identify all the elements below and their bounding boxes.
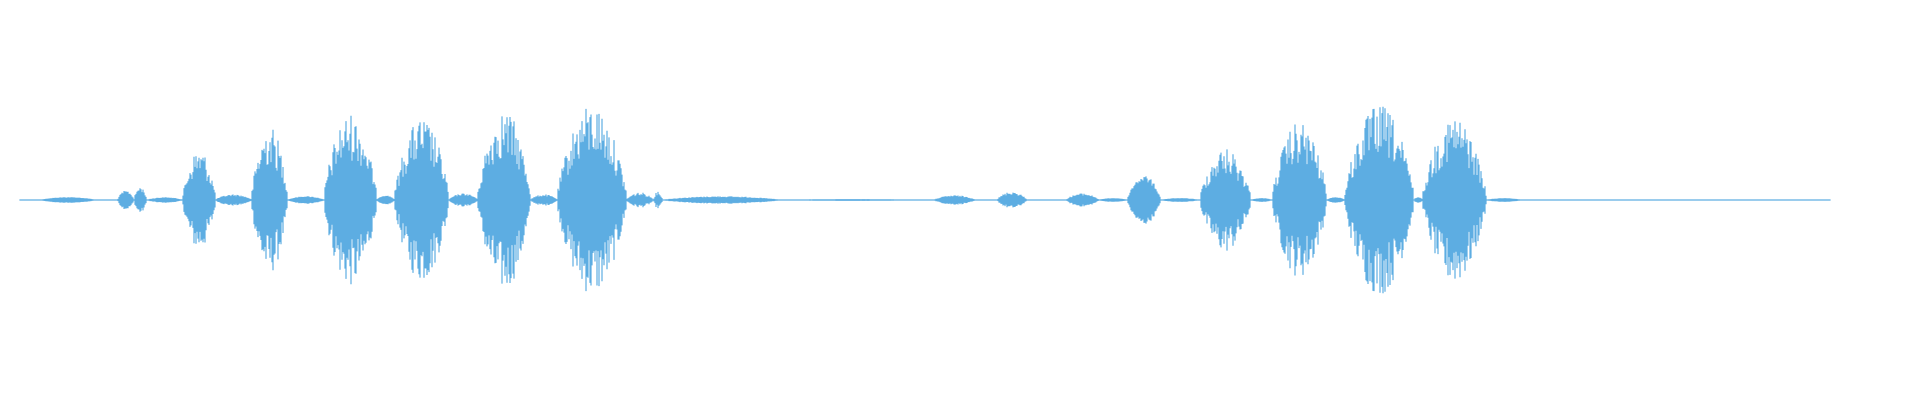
waveform-shape	[19, 106, 1831, 294]
